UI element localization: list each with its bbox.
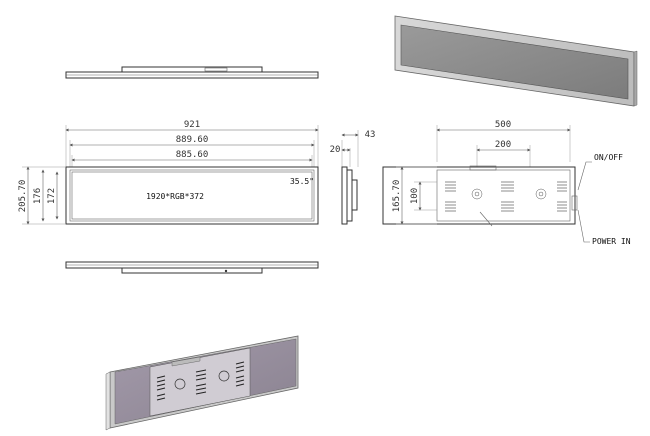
dim-depth-body: 20 — [330, 145, 341, 155]
dim-rear-height-inner: 100 — [410, 188, 420, 204]
resolution-label: 1920*RGB*372 — [146, 192, 204, 201]
diagonal-label: 35.5" — [290, 177, 314, 186]
dim-rear-height-outer: 165.70 — [392, 180, 402, 213]
dim-width-active: 885.60 — [176, 150, 209, 160]
on-off-label: ON/OFF — [594, 153, 623, 162]
dim-mount-inner: 200 — [495, 140, 511, 150]
isometric-front-render — [394, 15, 638, 107]
dim-height-active: 172 — [47, 188, 57, 204]
side-view: 43 20 — [330, 130, 376, 225]
dim-height-outer: 205.70 — [18, 180, 28, 213]
rear-view: 500 200 — [382, 120, 631, 246]
front-view: 921 889.60 885.60 1920*RGB*372 35.5" 205… — [18, 120, 319, 225]
power-in-label: POWER IN — [592, 237, 631, 246]
rear-panel — [382, 166, 576, 225]
bottom-view — [65, 261, 319, 274]
dim-width-mid: 889.60 — [176, 135, 209, 145]
dim-height-mid: 176 — [33, 188, 43, 204]
isometric-rear-render — [105, 335, 299, 431]
dim-depth-total: 43 — [365, 130, 376, 140]
dim-mount-outer: 500 — [495, 120, 511, 130]
top-view — [65, 66, 319, 79]
dim-width-outer: 921 — [184, 120, 200, 130]
front-panel — [65, 166, 319, 225]
